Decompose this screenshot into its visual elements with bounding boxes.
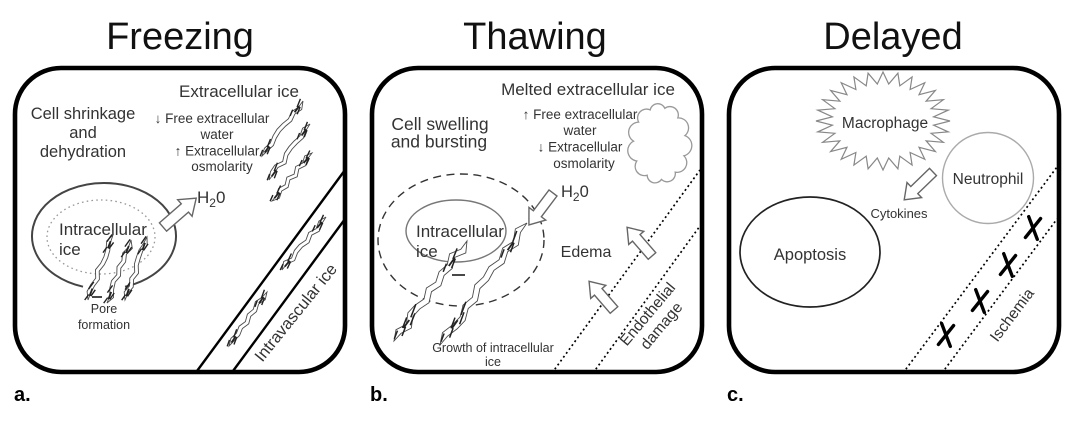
svg-text:and bursting: and bursting bbox=[391, 132, 487, 152]
svg-text:Edema: Edema bbox=[561, 244, 612, 261]
svg-text:Freezing: Freezing bbox=[106, 16, 254, 58]
svg-text:Melted extracellular ice: Melted extracellular ice bbox=[501, 80, 675, 99]
svg-text:H20: H20 bbox=[197, 188, 225, 210]
svg-text:Apoptosis: Apoptosis bbox=[774, 246, 846, 264]
svg-text:a.: a. bbox=[14, 384, 31, 406]
svg-text:ice: ice bbox=[416, 242, 438, 261]
svg-text:Growth of intracellular: Growth of intracellular bbox=[432, 341, 554, 355]
svg-text:Macrophage: Macrophage bbox=[842, 115, 928, 132]
svg-text:↓ Extracellular: ↓ Extracellular bbox=[538, 140, 623, 155]
svg-text:Cytokines: Cytokines bbox=[870, 206, 928, 221]
svg-text:dehydration: dehydration bbox=[40, 143, 126, 161]
svg-text:b.: b. bbox=[370, 384, 388, 406]
svg-text:H20: H20 bbox=[561, 183, 589, 204]
svg-text:Cell swelling: Cell swelling bbox=[391, 114, 488, 134]
svg-text:↑ Free extracellular: ↑ Free extracellular bbox=[523, 107, 638, 122]
svg-text:osmolarity: osmolarity bbox=[191, 159, 253, 174]
svg-text:Cell shrinkage: Cell shrinkage bbox=[31, 105, 136, 123]
svg-text:↑ Extracellular: ↑ Extracellular bbox=[175, 144, 260, 159]
svg-text:osmolarity: osmolarity bbox=[553, 156, 615, 171]
svg-text:formation: formation bbox=[78, 318, 130, 332]
svg-text:water: water bbox=[199, 127, 234, 142]
svg-text:Intracellular: Intracellular bbox=[59, 220, 147, 239]
svg-text:water: water bbox=[562, 123, 597, 138]
svg-text:Intracellular: Intracellular bbox=[416, 222, 504, 241]
svg-text:Pore: Pore bbox=[91, 302, 117, 316]
svg-text:Delayed: Delayed bbox=[823, 16, 962, 58]
svg-text:Thawing: Thawing bbox=[463, 16, 607, 58]
svg-text:Neutrophil: Neutrophil bbox=[953, 171, 1024, 188]
svg-text:ice: ice bbox=[59, 240, 81, 259]
svg-text:and: and bbox=[69, 124, 97, 142]
svg-text:↓ Free extracellular: ↓ Free extracellular bbox=[155, 111, 270, 126]
svg-text:ice: ice bbox=[485, 355, 501, 369]
svg-text:Extracellular ice: Extracellular ice bbox=[179, 82, 299, 101]
svg-text:c.: c. bbox=[727, 384, 744, 406]
